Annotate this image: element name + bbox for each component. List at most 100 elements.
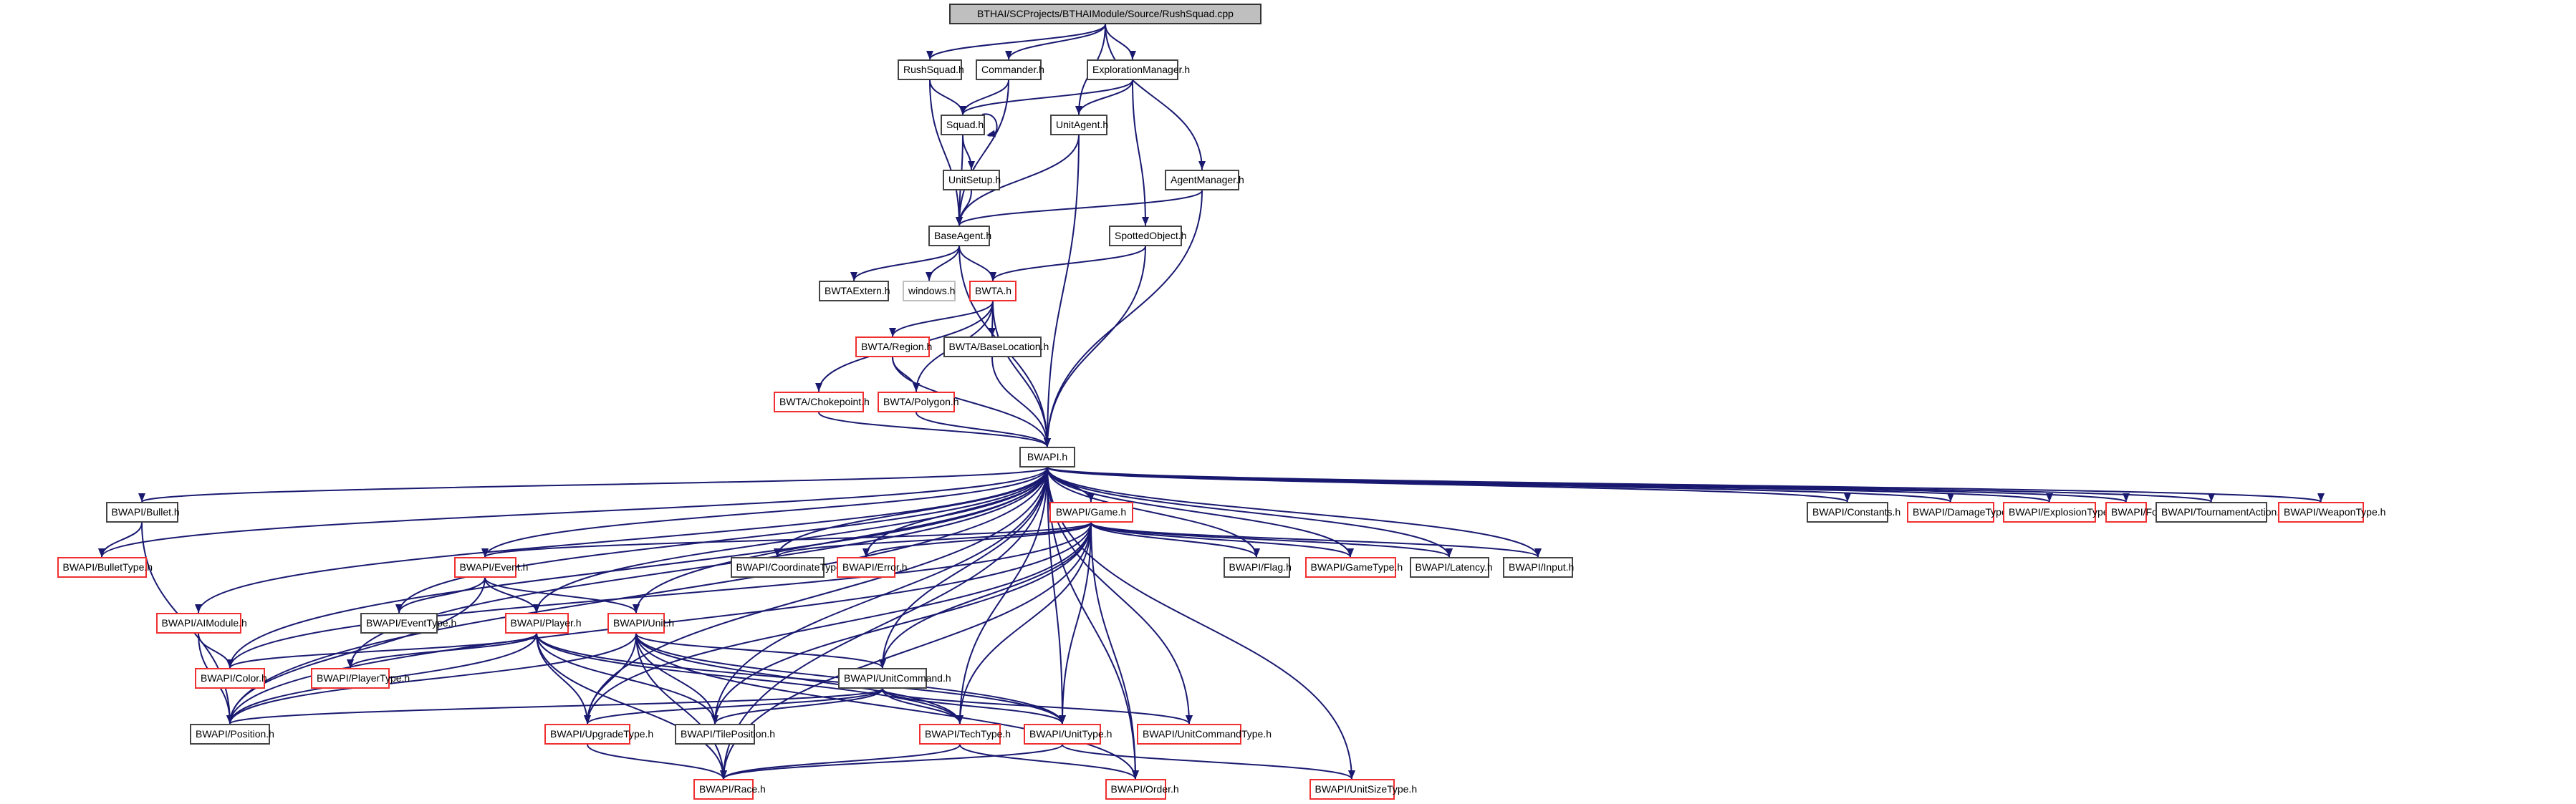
- arrowhead-icon: [879, 659, 886, 668]
- node-bwapi-flag-h[interactable]: BWAPI/Flag.h: [1223, 557, 1292, 578]
- edge-event-to-eventtype: [398, 577, 486, 614]
- node-bwta-h[interactable]: BWTA.h: [969, 281, 1017, 301]
- edge-player-to-tileposition: [536, 633, 716, 725]
- node-unitagent-h[interactable]: UnitAgent.h: [1050, 115, 1108, 135]
- node-bwapi-h[interactable]: BWAPI.h: [1019, 447, 1075, 468]
- node-bwapi-order-h[interactable]: BWAPI/Order.h: [1105, 779, 1179, 800]
- node-bwapi-upgradetype-h[interactable]: BWAPI/UpgradeType.h: [544, 724, 653, 745]
- node-bwapi-event-h[interactable]: BWAPI/Event.h: [453, 557, 528, 578]
- node-bwapi-explosiontype-h[interactable]: BWAPI/ExplosionType.h: [2003, 502, 2117, 523]
- arrowhead-icon: [226, 659, 234, 668]
- node-bwta-chokepoint-h[interactable]: BWTA/Chokepoint.h: [774, 392, 870, 412]
- edge-unitcommand-to-unittype: [882, 688, 1063, 725]
- arrowhead-icon: [584, 715, 591, 724]
- node-squad-h[interactable]: Squad.h: [941, 115, 985, 135]
- node-baseagent-h[interactable]: BaseAgent.h: [928, 226, 991, 246]
- node-bwapi-input-h[interactable]: BWAPI/Input.h: [1503, 557, 1574, 578]
- node-bwapi-aimodule-h[interactable]: BWAPI/AIModule.h: [155, 613, 247, 634]
- edge-game-to-color: [229, 522, 1092, 669]
- edge-unit-to-upgradetype: [587, 633, 637, 725]
- edge-bwapi-to-bullettype: [101, 467, 1048, 558]
- node-bwapi-eventtype-h[interactable]: BWAPI/EventType.h: [360, 613, 456, 634]
- node-bwapi-unitcommand-h[interactable]: BWAPI/UnitCommand.h: [838, 668, 951, 689]
- node-bwapi-coordinatetype-h[interactable]: BWAPI/CoordinateType.h: [730, 557, 850, 578]
- node-bwapi-player-h[interactable]: BWAPI/Player.h: [504, 613, 582, 634]
- edge-bwapi-to-unittype: [1047, 467, 1063, 725]
- node-root-file[interactable]: BTHAI/SCProjects/BTHAIModule/Source/Rush…: [949, 4, 1261, 24]
- node-spottedobject-h[interactable]: SpottedObject.h: [1109, 226, 1186, 246]
- node-bwapi-gametype-h[interactable]: BWAPI/GameType.h: [1304, 557, 1403, 578]
- node-bwtaextern-h[interactable]: BWTAExtern.h: [819, 281, 890, 301]
- node-bwta-polygon-h[interactable]: BWTA/Polygon.h: [878, 392, 959, 412]
- edge-bwapi-to-unitcommand: [882, 467, 1048, 669]
- edge-bwapi-to-aimodule: [198, 467, 1048, 614]
- node-bwapi-color-h[interactable]: BWAPI/Color.h: [195, 668, 267, 689]
- edge-game-to-techtype: [959, 522, 1092, 725]
- node-bwapi-unitcommandtype-h[interactable]: BWAPI/UnitCommandType.h: [1137, 724, 1272, 745]
- node-windows-h[interactable]: windows.h: [903, 281, 956, 301]
- node-bwapi-constants-h[interactable]: BWAPI/Constants.h: [1807, 502, 1900, 523]
- arrowhead-icon: [1253, 548, 1260, 557]
- arrowhead-icon: [1348, 770, 1355, 779]
- edge-exploration-to-spotted: [1132, 79, 1146, 226]
- arrowhead-icon: [774, 548, 781, 557]
- node-bwapi-damagetype-h[interactable]: BWAPI/DamageType.h: [1907, 502, 2015, 523]
- edge-rushsquad-to-squad: [929, 79, 963, 115]
- arrowhead-icon: [926, 51, 933, 59]
- node-explorationmanager-h[interactable]: ExplorationManager.h: [1087, 59, 1190, 80]
- edge-bwapi-to-latency: [1047, 467, 1450, 558]
- node-bwapi-unit-h[interactable]: BWAPI/Unit.h: [607, 613, 674, 634]
- edge-spotted-to-bwapi: [1047, 246, 1146, 447]
- edge-game-to-input: [1090, 522, 1539, 558]
- node-bwapi-latency-h[interactable]: BWAPI/Latency.h: [1409, 557, 1493, 578]
- edge-unitcommand-to-techtype: [882, 688, 961, 725]
- node-bwapi-weapontype-h[interactable]: BWAPI/WeaponType.h: [2278, 502, 2385, 523]
- node-unitsetup-h[interactable]: UnitSetup.h: [943, 170, 1001, 190]
- node-bwta-baselocation-h[interactable]: BWTA/BaseLocation.h: [943, 336, 1049, 357]
- node-bwapi-game-h[interactable]: BWAPI/Game.h: [1049, 502, 1133, 523]
- arrowhead-icon: [2317, 493, 2325, 502]
- arrowhead-icon: [1075, 106, 1082, 115]
- node-bwapi-error-h[interactable]: BWAPI/Error.h: [837, 557, 908, 578]
- node-bwapi-unittype-h[interactable]: BWAPI/UnitType.h: [1024, 724, 1112, 745]
- node-bwapi-techtype-h[interactable]: BWAPI/TechType.h: [919, 724, 1011, 745]
- node-commander-h[interactable]: Commander.h: [976, 59, 1044, 80]
- edge-unitcommand-to-tileposition: [714, 688, 883, 725]
- edge-bwapi-to-race: [723, 467, 1048, 780]
- node-bwapi-tournamentaction-h[interactable]: BWAPI/TournamentAction.h: [2156, 502, 2285, 523]
- edge-bwapi-to-error: [865, 467, 1048, 558]
- node-bwta-region-h[interactable]: BWTA/Region.h: [855, 336, 932, 357]
- arrowhead-icon: [1947, 493, 1954, 502]
- edge-exploration-to-unitagent: [1078, 79, 1133, 115]
- arrowhead-icon: [1044, 438, 1051, 447]
- edge-player-to-race: [536, 633, 724, 780]
- arrowhead-icon: [1132, 770, 1139, 779]
- arrowhead-icon: [1844, 493, 1851, 502]
- edge-rushsquad-to-baseagent: [929, 79, 960, 226]
- node-bwapi-playertype-h[interactable]: BWAPI/PlayerType.h: [311, 668, 410, 689]
- node-agentmanager-h[interactable]: AgentManager.h: [1165, 170, 1244, 190]
- edge-player-to-upgradetype: [536, 633, 588, 725]
- node-bwapi-race-h[interactable]: BWAPI/Race.h: [693, 779, 766, 800]
- arrowhead-icon: [956, 217, 963, 226]
- edge-unit-to-position: [229, 633, 637, 725]
- node-bwapi-bullet-h[interactable]: BWAPI/Bullet.h: [105, 502, 180, 523]
- arrowhead-icon: [1059, 715, 1066, 724]
- arrowhead-icon: [195, 604, 202, 613]
- node-bwapi-position-h[interactable]: BWAPI/Position.h: [190, 724, 274, 745]
- node-bwapi-unitsizetype-h[interactable]: BWAPI/UnitSizeType.h: [1309, 779, 1417, 800]
- node-bwapi-force-h[interactable]: BWAPI/Force.h: [2105, 502, 2180, 523]
- edge-unittype-to-unitsizetype: [1062, 744, 1352, 780]
- edge-event-to-player: [484, 577, 537, 614]
- edge-bwapi-to-weapontype: [1047, 467, 2322, 503]
- edge-game-to-coordtype: [777, 522, 1092, 558]
- edge-baseagent-to-bwtaextern: [853, 246, 960, 281]
- node-bwapi-tileposition-h[interactable]: BWAPI/TilePosition.h: [675, 724, 775, 745]
- edge-region-to-bwapi: [892, 357, 1048, 447]
- edge-root-to-commander: [1008, 24, 1106, 60]
- edge-game-to-flag: [1090, 522, 1257, 558]
- arrowhead-icon: [1534, 548, 1542, 557]
- node-bwapi-bullettype-h[interactable]: BWAPI/BulletType.h: [57, 557, 153, 578]
- node-rushsquad-h[interactable]: RushSquad.h: [898, 59, 964, 80]
